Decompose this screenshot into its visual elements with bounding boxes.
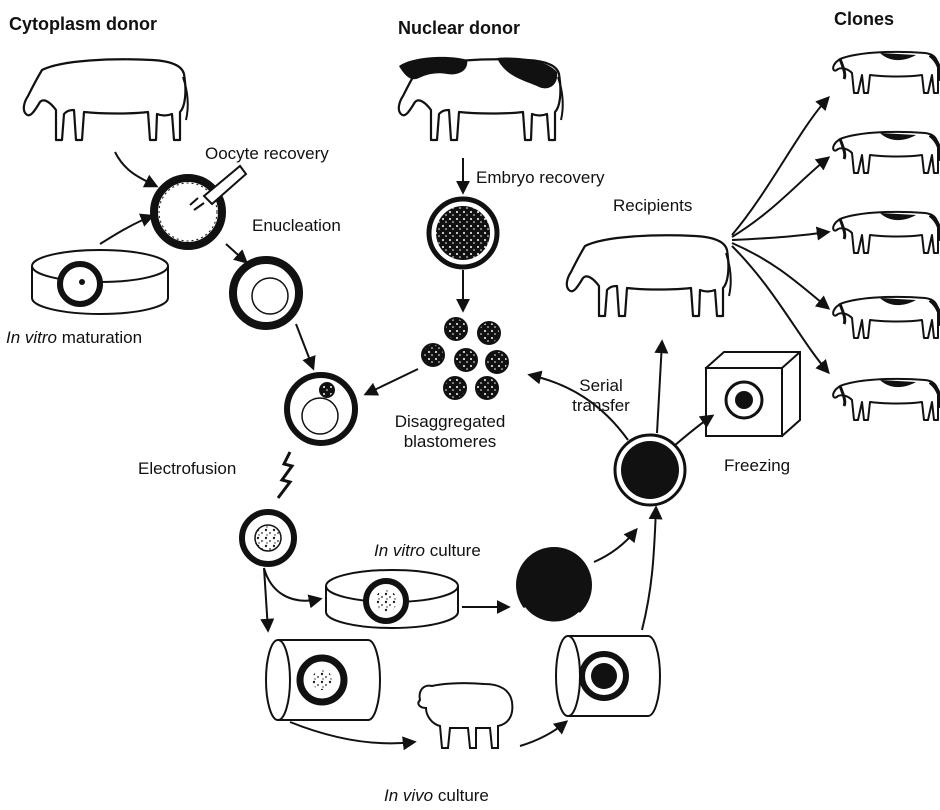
clone-cow-icon <box>831 294 940 340</box>
arrow-icon <box>99 95 831 751</box>
clone-cow-icon <box>831 129 940 175</box>
culture-dish-icon <box>31 249 169 315</box>
embryo-recovery-label: Embryo recovery <box>476 168 605 187</box>
clones-heading: Clones <box>834 9 895 29</box>
clone-cow-icon <box>831 209 940 255</box>
in-vivo-culture-label: In vivo culture <box>384 786 489 806</box>
in-vitro-culture-rest: culture <box>425 541 481 560</box>
cytoplasm-donor-heading: Cytoplasm donor <box>9 14 158 34</box>
embryo-cell-icon <box>426 196 500 270</box>
oviduct-cylinder-icon <box>265 639 381 721</box>
blastomere-cell-icon <box>421 317 509 400</box>
fusion-cell-icon <box>284 372 358 446</box>
recipient-cow-icon <box>565 234 732 318</box>
freezing-label: Freezing <box>724 456 791 475</box>
in-vitro-maturation-label: In vitro maturation <box>6 328 142 348</box>
blastomeres-line: blastomeres <box>403 432 497 451</box>
disaggregated-line: Disaggregated <box>394 412 506 431</box>
oviduct-cylinder-icon <box>555 635 661 717</box>
nuclear-donor-cow-icon <box>397 56 564 142</box>
blastocyst-cell-icon <box>516 547 592 625</box>
in-vitro-culture-label: In vitro culture <box>374 541 481 561</box>
serial-line: Serial <box>579 376 623 395</box>
sheep-icon <box>417 682 514 749</box>
enucleated-oocyte-cell-icon <box>229 256 303 330</box>
pipette-icon <box>202 164 248 206</box>
fused-cell-icon <box>239 509 297 567</box>
blastocyst-cell-icon <box>613 433 687 507</box>
cytoplasm-donor-cow-icon <box>22 58 189 142</box>
in-vitro-maturation-italic: In vitro <box>6 328 58 347</box>
in-vitro-maturation-rest: maturation <box>57 328 143 347</box>
clone-cow-icon <box>831 376 940 422</box>
freezer-icon <box>704 351 801 438</box>
electrofusion-label: Electrofusion <box>138 459 237 478</box>
clone-cow-icon <box>831 49 940 95</box>
transfer-line: transfer <box>572 396 630 415</box>
nuclear-donor-heading: Nuclear donor <box>398 18 521 38</box>
in-vitro-culture-italic: In vitro <box>374 541 426 560</box>
recipients-label: Recipients <box>613 196 693 215</box>
disaggregated-blastomeres-label: Disaggregated blastomeres <box>380 412 520 452</box>
enucleation-label: Enucleation <box>252 216 341 235</box>
electric-spark-icon <box>276 451 295 499</box>
serial-transfer-label: Serial transfer <box>566 376 636 416</box>
in-vivo-culture-rest: culture <box>433 786 489 805</box>
oocyte-recovery-label: Oocyte recovery <box>205 144 329 163</box>
culture-dish-icon <box>325 569 459 629</box>
in-vivo-culture-italic: In vivo <box>384 786 434 805</box>
